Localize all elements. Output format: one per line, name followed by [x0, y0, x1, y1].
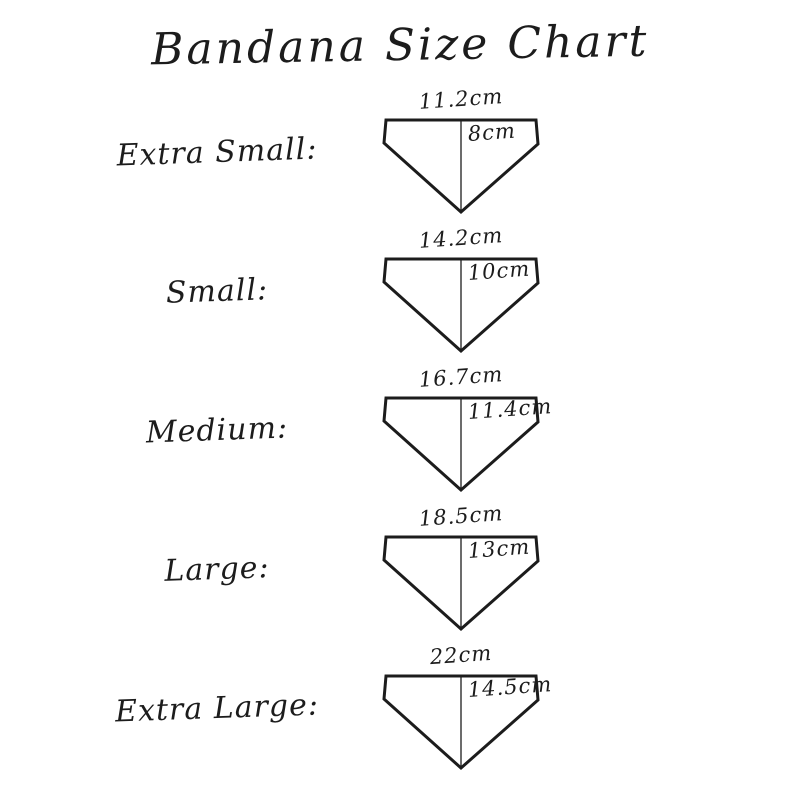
size-label: Extra Small: — [116, 131, 318, 174]
height-measurement: 13cm — [467, 534, 531, 563]
size-label: Large: — [163, 550, 271, 589]
bandana-diagram: 14.2cm 10cm — [382, 223, 632, 355]
size-label: Extra Large: — [114, 687, 320, 730]
size-row-extra-large: Extra Large: 22cm 14.5cm — [0, 639, 800, 778]
width-measurement: 22cm — [429, 640, 493, 670]
size-row-small: Small: 14.2cm 10cm — [0, 222, 800, 361]
width-measurement: 14.2cm — [418, 223, 504, 253]
size-row-large: Large: 18.5cm 13cm — [0, 500, 800, 639]
bandana-outline-icon — [382, 396, 540, 493]
bandana-diagram: 22cm 14.5cm — [382, 641, 632, 772]
bandana-outline-icon — [382, 535, 540, 632]
width-measurement: 16.7cm — [418, 362, 504, 392]
size-label: Small: — [165, 272, 269, 311]
size-label: Medium: — [145, 410, 289, 451]
size-row-medium: Medium: 16.7cm 11.4cm — [0, 361, 800, 500]
height-measurement: 11.4cm — [467, 394, 553, 424]
bandana-outline-icon — [382, 257, 540, 354]
height-measurement: 8cm — [467, 118, 517, 146]
size-row-extra-small: Extra Small: 11.2cm 8cm — [0, 83, 800, 222]
height-measurement: 10cm — [467, 256, 531, 285]
page-title: Bandana Size Chart — [150, 15, 650, 76]
width-measurement: 18.5cm — [418, 501, 504, 531]
size-rows: Extra Small: 11.2cm 8cm Small: 14.2cm 10… — [0, 83, 800, 778]
bandana-diagram: 18.5cm 13cm — [382, 501, 632, 633]
width-measurement: 11.2cm — [418, 84, 504, 114]
bandana-outline-icon — [382, 118, 540, 215]
bandana-diagram: 11.2cm 8cm — [382, 84, 632, 216]
bandana-outline-icon — [382, 674, 540, 771]
bandana-diagram: 16.7cm 11.4cm — [382, 362, 632, 494]
height-measurement: 14.5cm — [467, 672, 553, 702]
